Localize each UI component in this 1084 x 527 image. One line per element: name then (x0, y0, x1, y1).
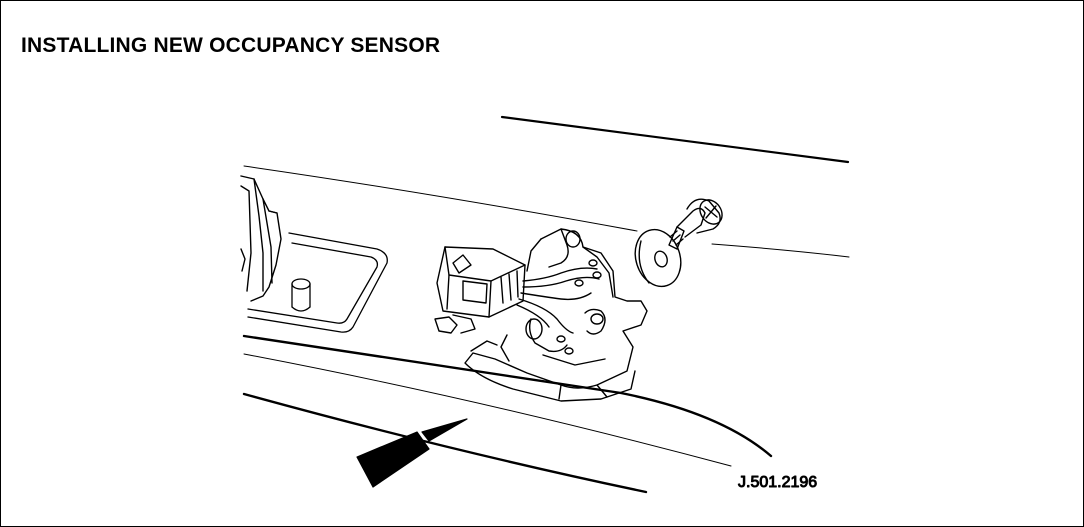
occupancy-sensor-icon (434, 228, 648, 402)
figure-title: INSTALLING NEW OCCUPANCY SENSOR (21, 34, 441, 57)
seat-bracket (240, 175, 282, 302)
bolt-icon (668, 198, 723, 250)
seat-panel-outline (242, 115, 850, 494)
reference-code: J.501.2196 (738, 474, 817, 491)
direction-arrow-icon (356, 418, 468, 488)
sensor-pocket (247, 232, 388, 333)
washer-icon (634, 228, 682, 288)
